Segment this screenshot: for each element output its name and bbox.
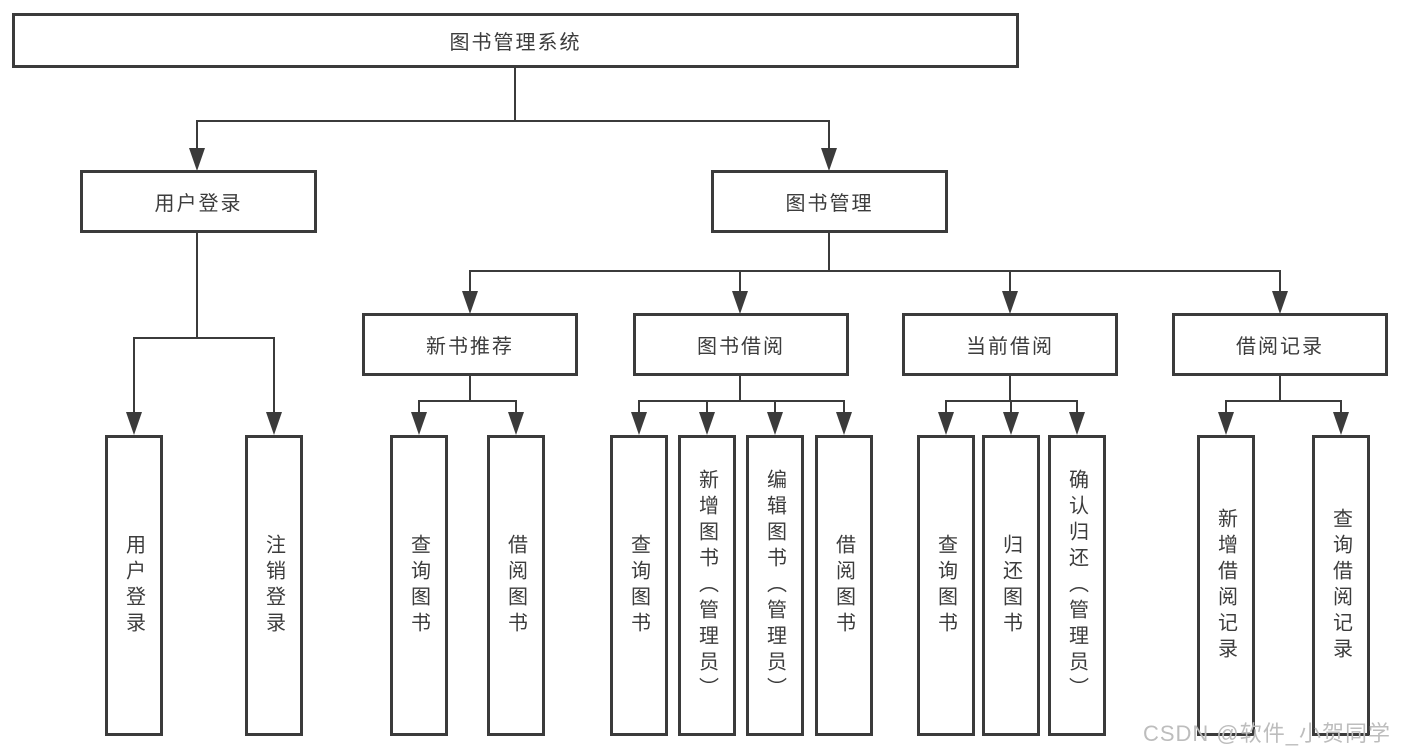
node-new-book-recommend: 新书推荐: [362, 313, 578, 376]
connector-line: [469, 270, 1281, 272]
connector-line: [1279, 375, 1281, 400]
connector-line: [843, 400, 845, 413]
arrowhead-down-icon: [126, 412, 142, 435]
node-library-management-system: 图书管理系统: [12, 13, 1019, 68]
connector-line: [133, 337, 275, 339]
leaf-label: 确认归还（管理员）: [1065, 468, 1088, 703]
connector-line: [1076, 400, 1078, 413]
connector-line: [638, 400, 640, 413]
leaf-confirm-return-admin: 确认归还（管理员）: [1048, 435, 1106, 736]
connector-line: [1225, 400, 1342, 402]
leaf-user-login: 用户登录: [105, 435, 163, 736]
arrowhead-down-icon: [938, 412, 954, 435]
connector-line: [1009, 375, 1011, 400]
connector-line: [273, 337, 275, 412]
leaf-label: 用户登录: [122, 533, 145, 638]
node-label: 图书借阅: [697, 336, 785, 358]
leaf-label: 查询图书: [407, 533, 430, 638]
node-label: 借阅记录: [1236, 336, 1324, 358]
connector-line: [469, 375, 471, 400]
arrowhead-down-icon: [821, 148, 837, 171]
leaf-borrow-books-recommend: 借阅图书: [487, 435, 545, 736]
leaf-borrow-books: 借阅图书: [815, 435, 873, 736]
leaf-label: 查询借阅记录: [1329, 507, 1352, 664]
connector-line: [706, 400, 708, 413]
connector-line: [1279, 270, 1281, 292]
leaf-query-borrow-record: 查询借阅记录: [1312, 435, 1370, 736]
arrowhead-down-icon: [1272, 291, 1288, 314]
node-book-management: 图书管理: [711, 170, 948, 233]
connector-line: [1225, 400, 1227, 413]
node-label: 新书推荐: [426, 336, 514, 358]
arrowhead-down-icon: [462, 291, 478, 314]
arrowhead-down-icon: [699, 412, 715, 435]
leaf-label: 注销登录: [262, 533, 285, 638]
leaf-query-books-current: 查询图书: [917, 435, 975, 736]
leaf-label: 编辑图书（管理员）: [763, 468, 786, 703]
connector-line: [133, 337, 135, 412]
leaf-label: 归还图书: [999, 533, 1022, 638]
arrowhead-down-icon: [836, 412, 852, 435]
leaf-query-books-borrow: 查询图书: [610, 435, 668, 736]
node-label: 当前借阅: [966, 336, 1054, 358]
connector-line: [945, 400, 947, 413]
node-label: 用户登录: [154, 193, 243, 215]
arrowhead-down-icon: [1002, 291, 1018, 314]
leaf-add-borrow-record: 新增借阅记录: [1197, 435, 1255, 736]
node-current-borrow: 当前借阅: [902, 313, 1118, 376]
node-user-login: 用户登录: [80, 170, 317, 233]
leaf-label: 查询图书: [627, 533, 650, 638]
arrowhead-down-icon: [1069, 412, 1085, 435]
arrowhead-down-icon: [631, 412, 647, 435]
leaf-add-books-admin: 新增图书（管理员）: [678, 435, 736, 736]
leaf-label: 新增图书（管理员）: [695, 468, 718, 703]
connector-line: [418, 400, 420, 413]
node-label: 图书管理: [785, 193, 874, 215]
node-borrow-records: 借阅记录: [1172, 313, 1388, 376]
leaf-label: 新增借阅记录: [1214, 507, 1237, 664]
leaf-query-books-recommend: 查询图书: [390, 435, 448, 736]
connector-line: [739, 270, 741, 292]
watermark: CSDN @软件_小贺同学: [1142, 721, 1391, 746]
connector-line: [196, 232, 198, 337]
leaf-label: 借阅图书: [504, 533, 527, 638]
node-label: 图书管理系统: [449, 32, 582, 54]
connector-line: [1010, 400, 1012, 413]
arrowhead-down-icon: [266, 412, 282, 435]
arrowhead-down-icon: [189, 148, 205, 171]
arrowhead-down-icon: [411, 412, 427, 435]
arrowhead-down-icon: [732, 291, 748, 314]
connector-line: [638, 400, 845, 402]
arrowhead-down-icon: [1218, 412, 1234, 435]
connector-line: [828, 120, 830, 148]
node-book-borrow: 图书借阅: [633, 313, 849, 376]
connector-line: [828, 232, 830, 270]
connector-line: [515, 400, 517, 413]
leaf-label: 查询图书: [934, 533, 957, 638]
arrowhead-down-icon: [1003, 412, 1019, 435]
connector-line: [514, 67, 516, 120]
leaf-edit-books-admin: 编辑图书（管理员）: [746, 435, 804, 736]
arrowhead-down-icon: [508, 412, 524, 435]
connector-line: [774, 400, 776, 413]
arrowhead-down-icon: [1333, 412, 1349, 435]
connector-line: [418, 400, 517, 402]
connector-line: [196, 120, 830, 122]
connector-line: [739, 375, 741, 400]
connector-line: [1009, 270, 1011, 292]
leaf-return-books: 归还图书: [982, 435, 1040, 736]
connector-line: [469, 270, 471, 292]
connector-line: [196, 120, 198, 148]
arrowhead-down-icon: [767, 412, 783, 435]
connector-line: [1340, 400, 1342, 413]
leaf-label: 借阅图书: [832, 533, 855, 638]
leaf-logout: 注销登录: [245, 435, 303, 736]
